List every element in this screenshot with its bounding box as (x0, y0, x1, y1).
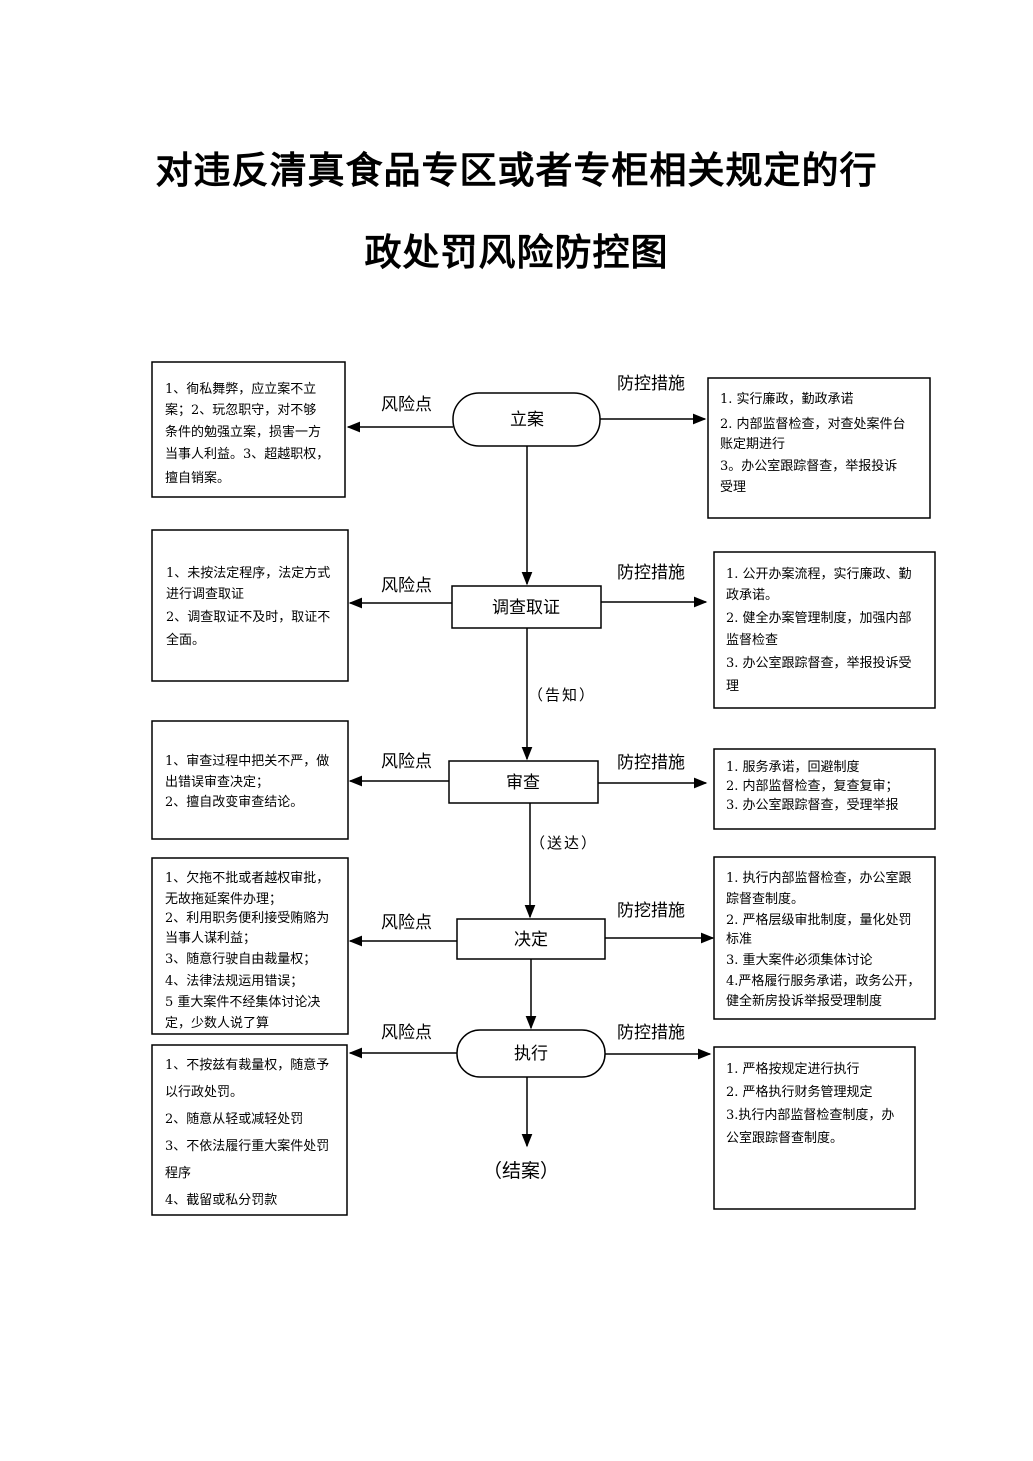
risk-box-filing (151, 361, 346, 498)
risk-box-decision (151, 857, 349, 1035)
risk-text-execution: 1、不按兹有裁量权，随意予 以行政处罚。 2、随意从轻或减轻处罚 3、不依法履行… (165, 1057, 333, 1208)
risk-label-execution: 风险点 (381, 1023, 432, 1043)
risk-text-investigation: 1、未按法定程序，法定方式 进行调查取证 2、调查取证不及时，取证不 全面。 (166, 565, 334, 648)
node-review-label: 审查 (506, 773, 540, 793)
control-text-investigation: 1. 公开办案流程，实行廉政、勤 政承诺。 2. 健全办案管理制度，加强内部 监… (726, 566, 916, 694)
node-execution-label: 执行 (514, 1044, 548, 1064)
node-decision-label: 决定 (514, 930, 548, 950)
risk-text-decision: 1、欠拖不批或者越权审批， 无故拖延案件办理； 2、利用职务便利接受贿赂为 当事… (165, 870, 333, 1031)
control-text-execution: 1. 严格按规定进行执行 2. 严格执行财务管理规定 3.执行内部监督检查制度，… (726, 1061, 899, 1146)
control-box-execution (713, 1046, 916, 1210)
risk-label-decision: 风险点 (381, 913, 432, 933)
node-review (448, 760, 599, 804)
control-label-execution: 防控措施 (617, 1023, 685, 1043)
risk-text-review: 1、审查过程中把关不严，做 出错误审查决定； 2、擅自改变审查结论。 (165, 754, 333, 810)
edge-label-deliver: （送达） (530, 834, 598, 852)
risk-box-execution (151, 1044, 348, 1216)
risk-label-filing: 风险点 (381, 395, 432, 415)
control-label-investigation: 防控措施 (617, 563, 685, 583)
risk-label-review: 风险点 (381, 752, 432, 772)
control-box-review (713, 748, 936, 830)
edge-label-notify: （告知） (528, 686, 596, 704)
control-text-review: 1. 服务承诺，回避制度 2. 内部监督检查，复查复审； 3. 办公室跟踪督查，… (726, 759, 903, 813)
risk-box-investigation (151, 529, 349, 682)
control-label-decision: 防挖措施 (617, 901, 685, 921)
node-investigation (451, 585, 602, 629)
risk-text-filing: 1、徇私舞弊，应立案不立 案；2、玩忽职守，对不够 条件的勉强立案，损害一方 当… (165, 381, 333, 486)
node-filing-label: 立案 (510, 410, 544, 430)
control-box-decision (713, 856, 936, 1020)
control-box-investigation (713, 551, 936, 709)
page-title-line-2: 政处罚风险防控图 (364, 230, 669, 274)
control-label-review: 防控措施 (617, 753, 685, 773)
node-investigation-label: 调查取证 (492, 598, 560, 618)
control-box-filing (707, 377, 931, 519)
risk-label-investigation: 风险点 (381, 576, 432, 596)
node-decision (456, 918, 606, 960)
control-label-filing: 防控措施 (617, 374, 685, 394)
page-title-line-1: 对违反清真食品专区或者专柜相关规定的行 (155, 148, 878, 192)
risk-box-review (151, 720, 349, 840)
control-text-decision: 1. 执行内部监督检查，办公室跟 踪督查制度。 2. 严格层级审批制度，量化处罚… (726, 870, 925, 1009)
end-label-close-case: （结案） (483, 1160, 559, 1182)
control-text-filing: 1. 实行廉政，勤政承诺 2. 内部监督检查，对查处案件台 账定期进行 3。办公… (720, 391, 910, 495)
